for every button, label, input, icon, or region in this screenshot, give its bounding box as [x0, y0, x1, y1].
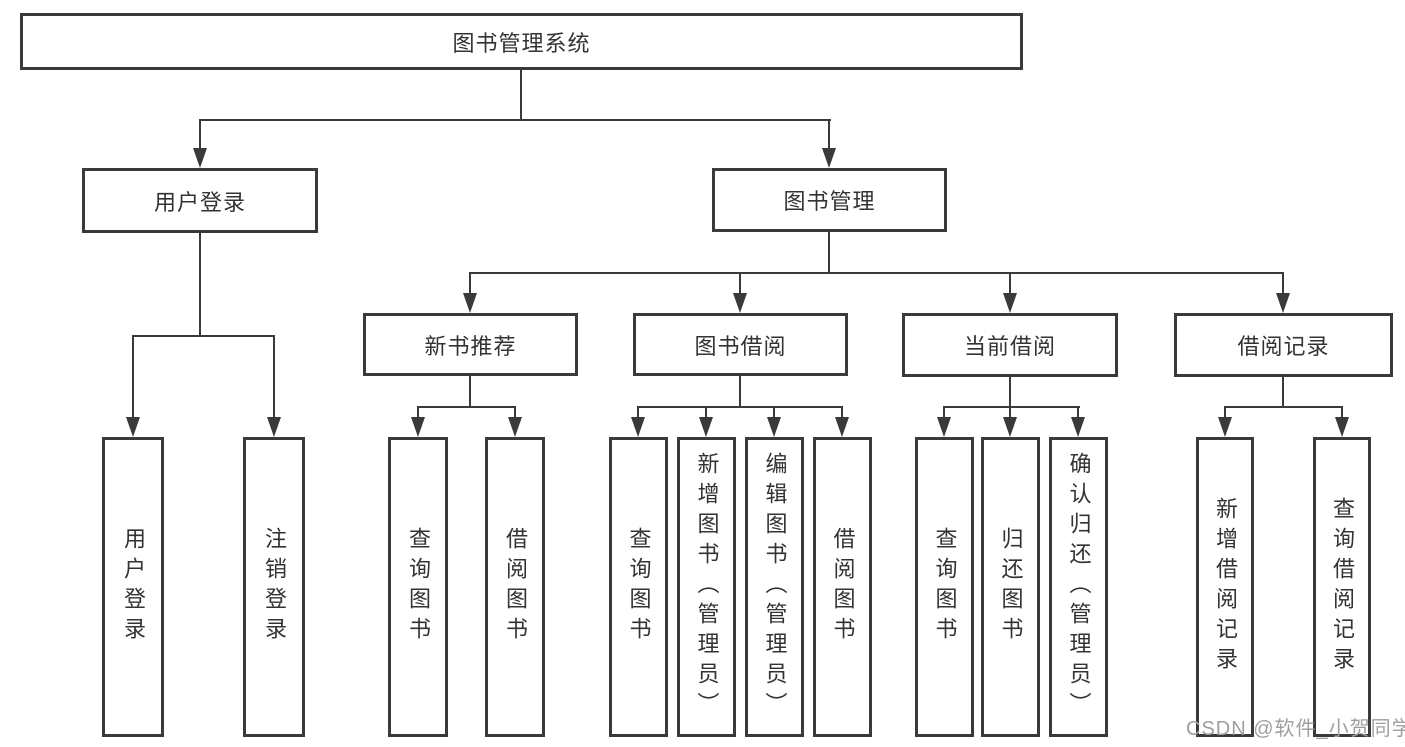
connector-userlogin-stem	[199, 233, 201, 336]
arrowhead-borrow-record	[1276, 293, 1290, 313]
arrowhead-query-book-3	[937, 417, 951, 437]
leaf-user-login: 用户登录	[102, 437, 164, 737]
connector-stem	[1009, 272, 1011, 293]
connector-currentborrow-stem	[1009, 377, 1011, 407]
connector-newbook-stem	[469, 376, 471, 407]
connector-stem	[199, 119, 201, 148]
arrowhead-current-borrow	[1003, 293, 1017, 313]
connector-stem	[637, 406, 639, 417]
connector-stem	[417, 406, 419, 417]
leaf-add-borrow-record: 新增借阅记录	[1196, 437, 1254, 737]
node-user-login: 用户登录	[82, 168, 318, 233]
connector-stem	[514, 406, 516, 417]
node-book-borrow: 图书借阅	[633, 313, 848, 376]
connector-stem	[739, 272, 741, 293]
arrowhead-confirm-return-admin	[1071, 417, 1085, 437]
connector-stem	[132, 335, 134, 417]
arrowhead-book-borrow	[733, 293, 747, 313]
arrowhead-borrow-book-1	[508, 417, 522, 437]
node-borrow-record: 借阅记录	[1174, 313, 1393, 377]
connector-stem	[469, 272, 471, 293]
node-current-borrow: 当前借阅	[902, 313, 1118, 377]
node-root-system: 图书管理系统	[20, 13, 1023, 70]
node-book-management: 图书管理	[712, 168, 947, 232]
arrowhead-user-login	[193, 148, 207, 168]
connector-stem	[273, 335, 275, 417]
leaf-borrow-book-2: 借阅图书	[813, 437, 872, 737]
leaf-add-book-admin: 新增图书（管理员）	[677, 437, 736, 737]
leaf-logout: 注销登录	[243, 437, 305, 737]
connector-stem	[773, 406, 775, 417]
leaf-confirm-return-admin: 确认归还（管理员）	[1049, 437, 1108, 737]
leaf-return-book: 归还图书	[981, 437, 1040, 737]
csdn-watermark: CSDN @软件_小贺同学	[1186, 718, 1405, 740]
connector-newbook-rail	[417, 406, 516, 408]
connector-stem	[828, 119, 830, 148]
arrowhead-leaf-logout	[267, 417, 281, 437]
arrowhead-add-book-admin	[699, 417, 713, 437]
leaf-query-book-2: 查询图书	[609, 437, 668, 737]
connector-stem	[1341, 406, 1343, 417]
arrowhead-query-borrow-record	[1335, 417, 1349, 437]
leaf-query-book-1: 查询图书	[388, 437, 448, 737]
arrowhead-query-book-2	[631, 417, 645, 437]
connector-stem	[1077, 406, 1079, 417]
node-new-book-recommend: 新书推荐	[363, 313, 578, 376]
arrowhead-add-borrow-record	[1218, 417, 1232, 437]
connector-stem	[1224, 406, 1226, 417]
leaf-edit-book-admin: 编辑图书（管理员）	[745, 437, 804, 737]
arrowhead-new-book-recommend	[463, 293, 477, 313]
connector-stem	[841, 406, 843, 417]
connector-stem	[943, 406, 945, 417]
connector-borrowrecord-rail	[1224, 406, 1343, 408]
leaf-query-borrow-record: 查询借阅记录	[1313, 437, 1371, 737]
connector-borrowrecord-stem	[1282, 377, 1284, 407]
leaf-borrow-book-1: 借阅图书	[485, 437, 545, 737]
arrowhead-query-book-1	[411, 417, 425, 437]
connector-stem	[705, 406, 707, 417]
connector-bookborrow-stem	[739, 376, 741, 407]
connector-bookmgmt-rail	[469, 272, 1284, 274]
arrowhead-leaf-user-login	[126, 417, 140, 437]
leaf-query-book-3: 查询图书	[915, 437, 974, 737]
arrowhead-return-book	[1003, 417, 1017, 437]
arrowhead-borrow-book-2	[835, 417, 849, 437]
connector-userlogin-rail	[132, 335, 275, 337]
connector-bookmgmt-stem	[828, 232, 830, 273]
connector-stem	[1009, 406, 1011, 417]
connector-root-rail	[199, 119, 831, 121]
connector-bookborrow-rail	[637, 406, 843, 408]
connector-stem	[1282, 272, 1284, 293]
connector-currentborrow-rail	[943, 406, 1080, 408]
connector-root-stem	[520, 69, 522, 120]
arrowhead-book-management	[822, 148, 836, 168]
arrowhead-edit-book-admin	[767, 417, 781, 437]
